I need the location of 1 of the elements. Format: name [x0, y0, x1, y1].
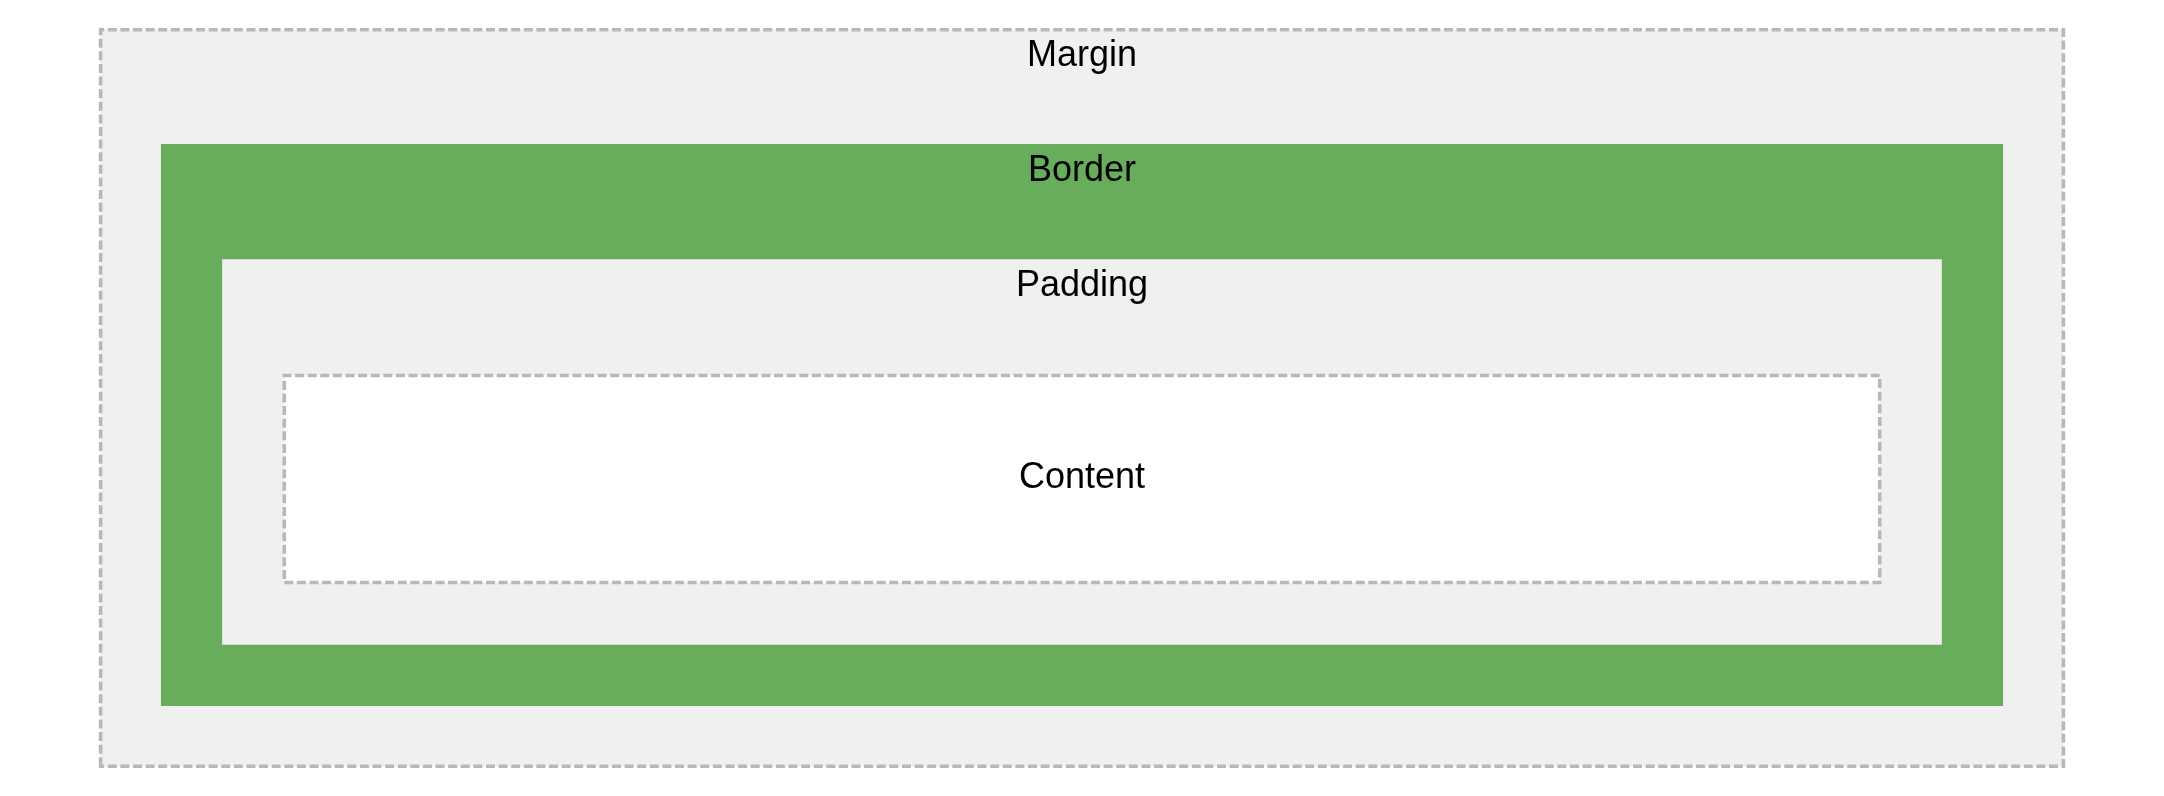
node-box: Content [282, 373, 1882, 585]
